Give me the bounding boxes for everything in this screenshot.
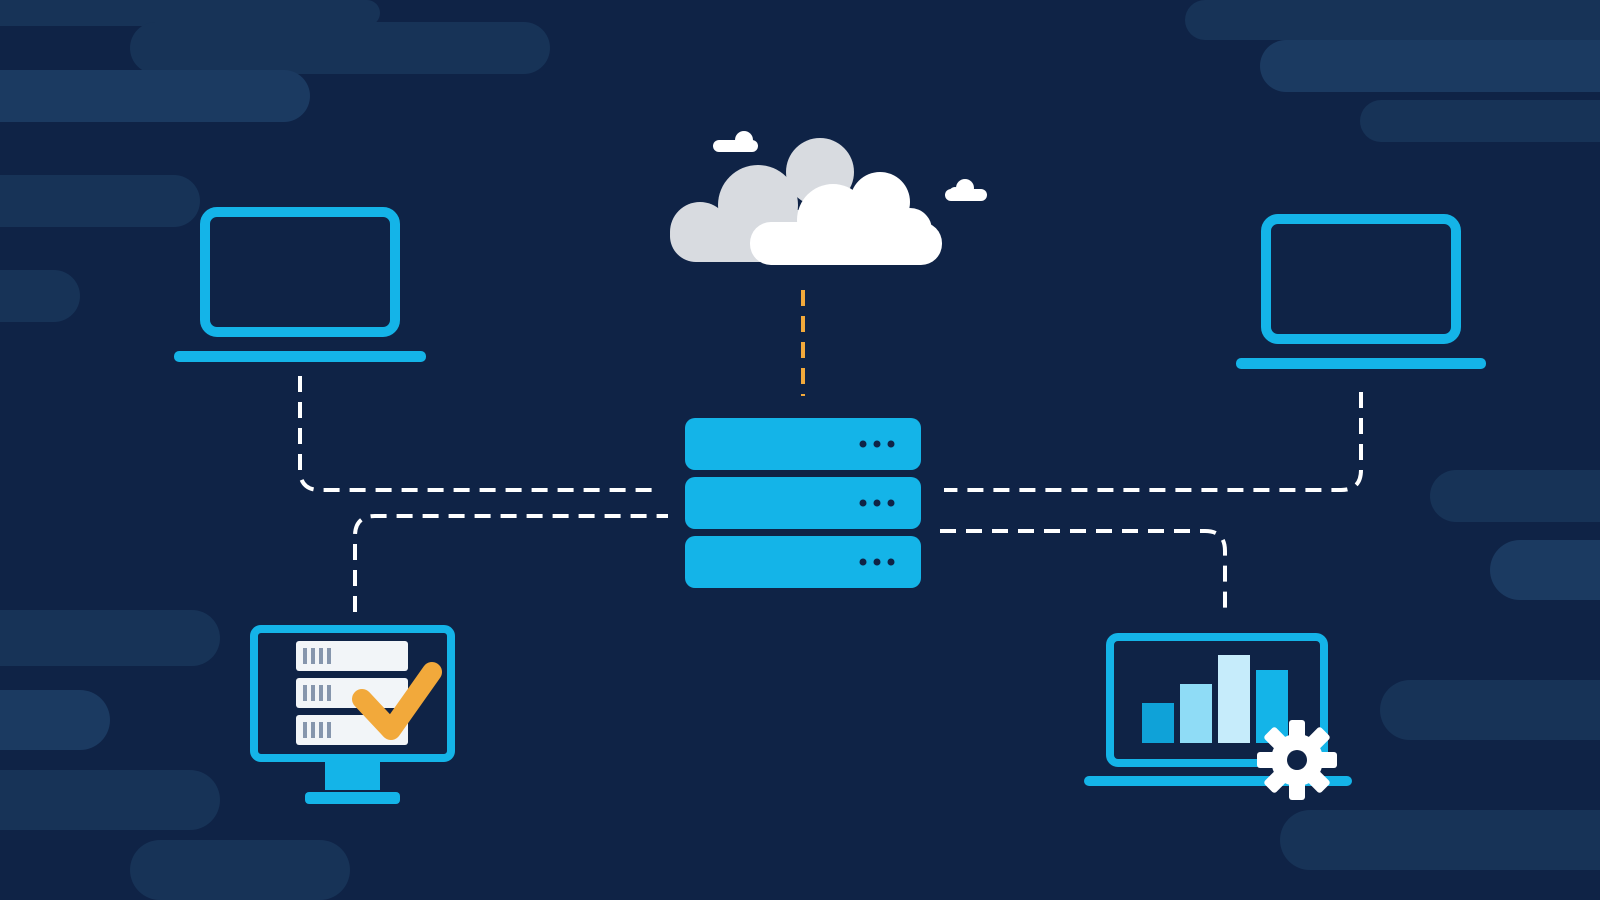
laptop-base <box>174 351 426 362</box>
gear-icon <box>1257 720 1337 800</box>
chart-bar <box>1180 684 1212 743</box>
link-laptop-top-left-server <box>298 376 660 492</box>
checkmark-icon <box>352 662 442 740</box>
rack-panels <box>296 641 408 745</box>
streak <box>0 70 310 122</box>
small-cloud-right <box>945 179 987 201</box>
monitor-screen <box>250 625 455 762</box>
streak <box>1430 470 1600 522</box>
links <box>298 290 1363 612</box>
streak <box>0 0 380 26</box>
streak <box>0 690 110 750</box>
gear-hole <box>1287 750 1307 770</box>
chart-bar <box>1142 703 1174 743</box>
laptop-top-right-icon <box>1236 214 1486 369</box>
cloud-icon <box>670 131 987 265</box>
laptop-base <box>1236 358 1486 369</box>
monitor-stand <box>305 792 400 804</box>
streak <box>1490 540 1600 600</box>
streak <box>1380 680 1600 740</box>
cloud-front <box>750 172 942 265</box>
laptop-screen <box>1106 633 1328 767</box>
laptop-screen <box>200 207 400 337</box>
link-monitor-server <box>353 514 668 612</box>
streak <box>1185 0 1600 40</box>
streak <box>0 270 80 322</box>
small-cloud-left <box>713 131 758 152</box>
streak <box>0 770 220 830</box>
streak <box>1280 810 1600 870</box>
streak <box>1360 100 1600 142</box>
bar-chart-icon <box>1142 655 1288 743</box>
rack-stripes <box>303 648 331 738</box>
server-indicator-dots <box>859 440 895 566</box>
link-laptop-top-right-server <box>944 392 1363 492</box>
rack-panel <box>296 678 408 708</box>
monitor-with-check-icon <box>250 625 455 804</box>
streak <box>0 610 220 666</box>
rack-panel <box>296 641 408 671</box>
streak <box>130 840 350 900</box>
laptop-screen <box>1261 214 1461 344</box>
server-stack-icon <box>685 418 921 588</box>
streak <box>130 22 550 74</box>
link-laptop-bottom-right-server <box>940 529 1227 610</box>
laptop-with-chart-and-gear-icon <box>1084 633 1352 800</box>
server-unit-1 <box>685 418 921 470</box>
laptop-top-left-icon <box>174 207 426 362</box>
server-unit-3 <box>685 536 921 588</box>
monitor-neck <box>325 762 380 790</box>
streak <box>0 175 200 227</box>
server-unit-2 <box>685 477 921 529</box>
chart-bar <box>1218 655 1250 743</box>
streak <box>1260 40 1600 92</box>
